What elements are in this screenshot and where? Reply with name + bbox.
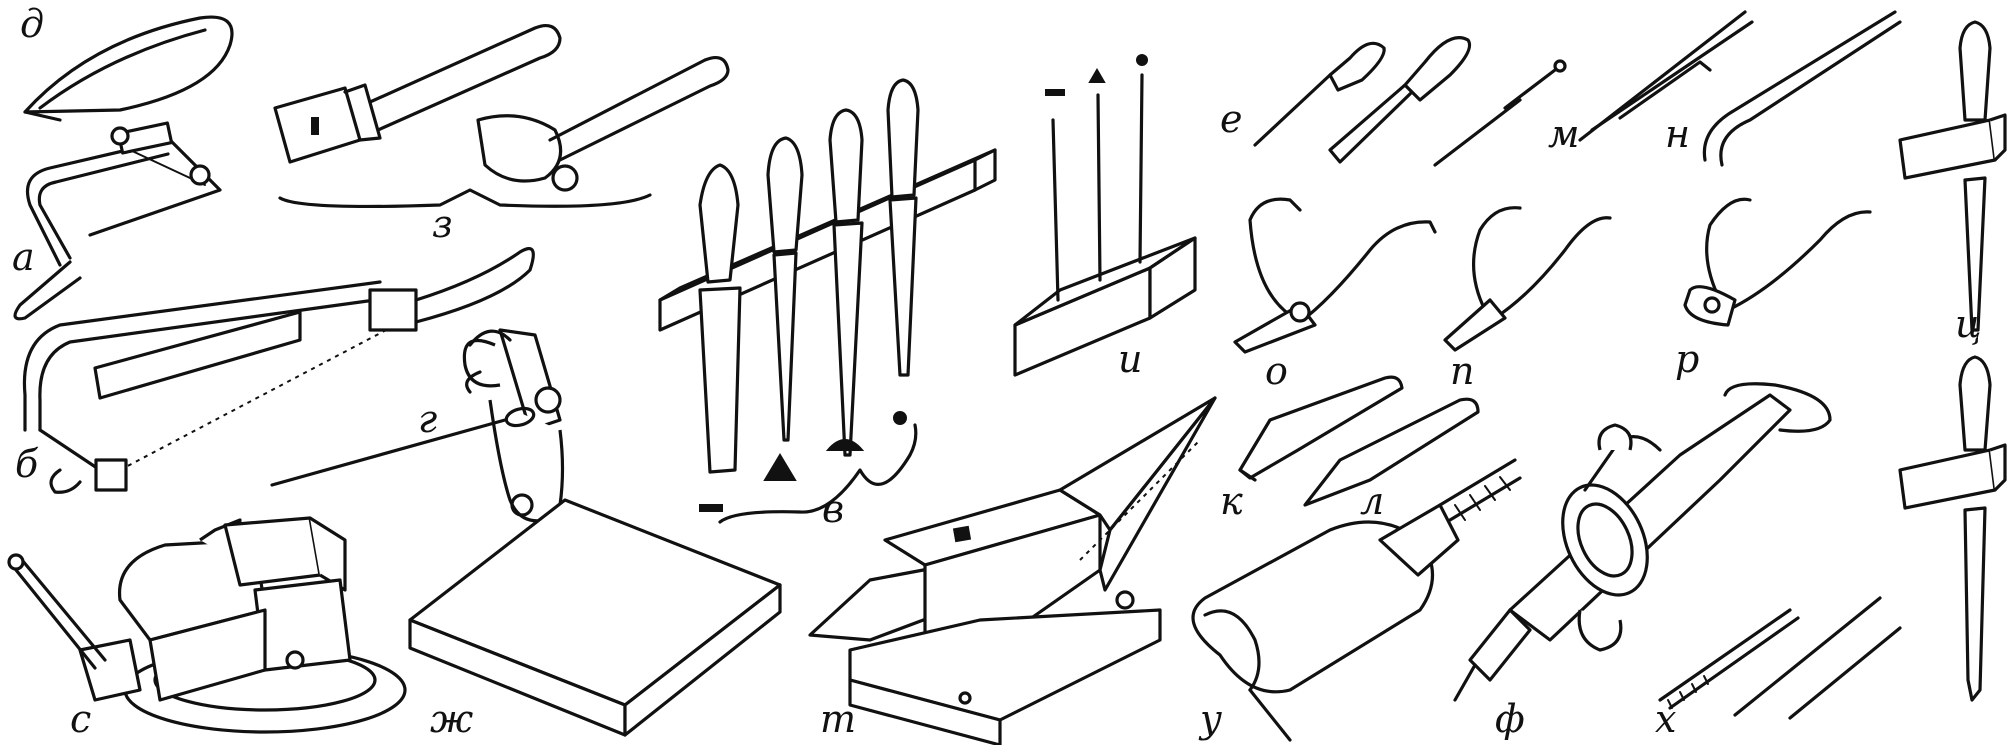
mark-triangle <box>763 453 797 481</box>
tool-u-electric-drill <box>1191 458 1522 742</box>
label-i: и <box>1118 337 1143 381</box>
mark-round <box>893 411 907 425</box>
tool-b-hacksaw <box>22 247 535 494</box>
label-a: а <box>12 235 35 279</box>
tool-i-needle-file-block <box>1013 54 1197 377</box>
tool-s-bench-vise <box>7 516 407 734</box>
mark-triangle-small <box>1088 68 1106 83</box>
needle <box>270 406 536 487</box>
label-s: с <box>70 697 92 741</box>
label-g: г <box>418 397 438 441</box>
label-r: р <box>1675 337 1700 381</box>
tool-n-bent-tweezers <box>1702 10 1902 167</box>
label-b: б <box>15 442 39 486</box>
tool-a-jeweller-saw <box>13 121 222 321</box>
label-k: к <box>1220 479 1243 523</box>
tool-r-nippers <box>1683 197 1872 327</box>
label-v: в <box>822 487 845 531</box>
tool-e-screwdrivers <box>1253 36 1567 167</box>
label-zh: ж <box>430 697 474 741</box>
tool-l-cape-chisel <box>1303 397 1480 507</box>
tool-t-anvil <box>808 396 1217 745</box>
tool-f-hand-drill <box>1453 382 1832 702</box>
mark-flat-small <box>1045 89 1065 96</box>
tool-k-chisel <box>1238 375 1404 482</box>
mark-flat <box>699 504 723 512</box>
label-d: д <box>20 2 45 46</box>
tool-g-hand-vise <box>462 328 565 523</box>
tool-m-tweezers <box>1578 10 1754 142</box>
tool-d-shears <box>23 15 234 122</box>
tool-v-file-rack <box>658 78 997 524</box>
tool-p-pliers <box>1443 206 1612 352</box>
tool-z-hammers <box>273 24 730 209</box>
tool-ts-scraper-top <box>1898 20 2007 332</box>
mark-round-small <box>1136 54 1148 66</box>
label-p: п <box>1450 349 1475 393</box>
label-z: з <box>432 202 453 246</box>
label-kh: х <box>1655 697 1677 741</box>
tool-kh-drill-bits <box>1658 596 1902 720</box>
label-u: у <box>1200 697 1223 741</box>
label-o: о <box>1265 349 1288 393</box>
tool-ts-scraper-bottom <box>1898 355 2007 702</box>
tool-zh-plate <box>408 498 782 737</box>
label-n: н <box>1665 112 1691 156</box>
label-l: л <box>1360 479 1385 523</box>
label-f: ф <box>1495 697 1525 741</box>
label-e: е <box>1220 97 1243 141</box>
label-m: м <box>1548 112 1580 156</box>
label-t: т <box>820 697 857 741</box>
label-ts: ц <box>1955 302 1982 346</box>
tool-o-pliers <box>1233 197 1437 354</box>
mark-half-round <box>825 439 865 451</box>
